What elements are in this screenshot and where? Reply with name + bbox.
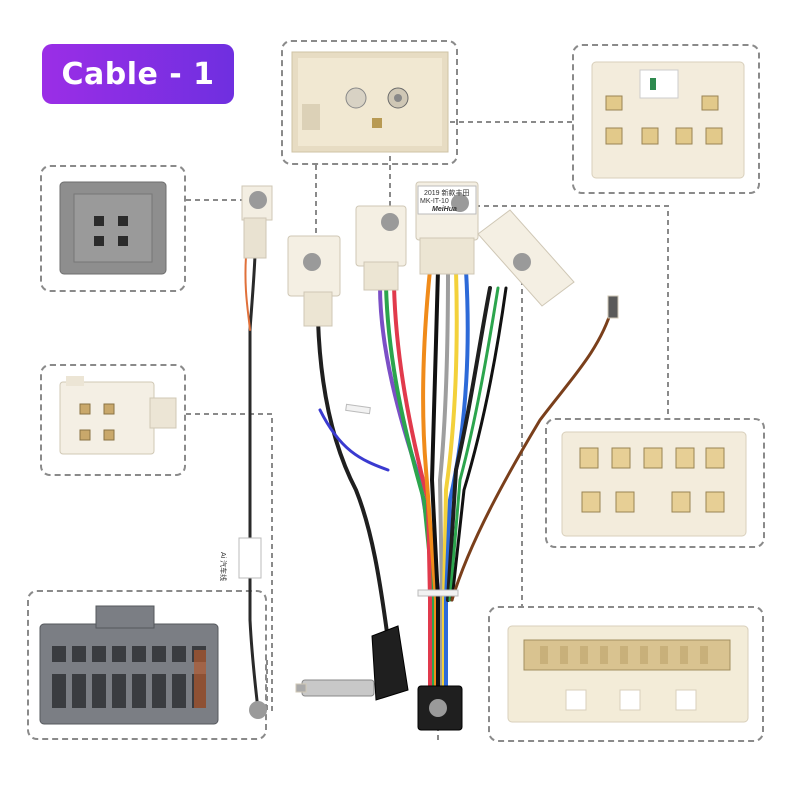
connector-bottom-right xyxy=(507,625,749,723)
position-dots xyxy=(249,191,531,719)
cable-sticker xyxy=(238,537,262,579)
connector-small-white xyxy=(59,376,177,455)
connector-gray xyxy=(59,181,167,275)
harness-wires xyxy=(244,212,614,712)
cable-sticker-text: Ai 汽车线 xyxy=(219,552,226,582)
harness-tag-brand: MeiHua xyxy=(432,206,457,213)
harness-tag-line2: MK-IT-10 xyxy=(420,198,449,205)
cable-title: Cable - 1 xyxy=(61,56,215,92)
cable-title-badge: Cable - 1 xyxy=(42,44,234,104)
connector-right-middle xyxy=(561,431,747,537)
connector-top-right xyxy=(591,61,745,179)
connector-top-center xyxy=(291,51,449,153)
connector-iso xyxy=(39,605,219,725)
harness-tag-line1: 2019 新款丰田 xyxy=(424,190,470,197)
